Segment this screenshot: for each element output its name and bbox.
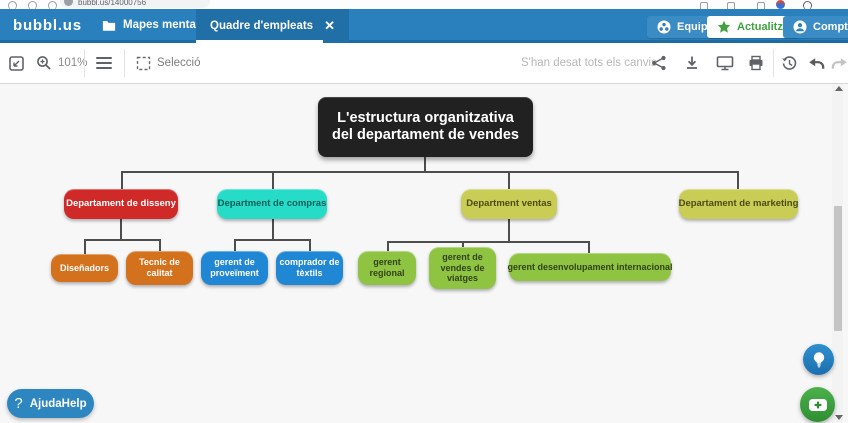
- browser-forward-icon[interactable]: [28, 1, 37, 9]
- tab-label: Mapes mentals: [123, 18, 206, 31]
- fit-screen-icon[interactable]: [8, 43, 25, 83]
- browser-chrome-strip: bubbl.us/14000756: [0, 0, 848, 9]
- browser-back-icon[interactable]: [8, 1, 17, 9]
- connector: [120, 219, 122, 239]
- history-icon[interactable]: [781, 43, 798, 83]
- selection-icon: [136, 56, 151, 70]
- active-tab-underline: [196, 40, 323, 43]
- site-favicon: [64, 0, 73, 6]
- node-gerent-vendes-viatges[interactable]: gerent de vendes de viatges: [429, 247, 496, 289]
- team-icon: [657, 20, 671, 34]
- connector: [159, 239, 161, 251]
- selection-tool[interactable]: Selecció: [136, 43, 200, 83]
- close-tab-icon[interactable]: ✕: [324, 18, 335, 33]
- node-tecnic-calitat[interactable]: Tecnic de calitat: [126, 251, 193, 285]
- node-gerent-desenvolupament[interactable]: gerent desenvolupament internacional: [507, 253, 673, 281]
- connector: [737, 171, 739, 189]
- save-status: S'han desat tots els canvis: [521, 57, 657, 69]
- browser-profile-avatar[interactable]: [776, 0, 785, 9]
- connector: [508, 219, 510, 241]
- browser-bookmark-icon[interactable]: [727, 2, 735, 9]
- lightbulb-icon: [813, 351, 824, 367]
- node-root[interactable]: L'estructura organitzativa del departame…: [318, 97, 533, 157]
- node-disenadors[interactable]: Diseñadors: [51, 254, 118, 282]
- connector: [309, 239, 311, 251]
- bubbl-logo[interactable]: bubbl.us: [13, 17, 82, 34]
- tab-mapes-mentals[interactable]: Mapes mentals: [88, 9, 219, 40]
- folder-icon: [102, 20, 116, 31]
- browser-refresh-icon[interactable]: [48, 1, 57, 9]
- tips-button[interactable]: [803, 344, 834, 375]
- scrollbar-thumb[interactable]: [834, 206, 842, 331]
- address-bar[interactable]: bubbl.us/14000756: [60, 0, 210, 8]
- compte-button[interactable]: Compte: [783, 16, 848, 38]
- node-departament-marketing[interactable]: Departament de marketing: [679, 189, 798, 219]
- plus-node-icon: [808, 398, 827, 411]
- button-label: Equips: [677, 21, 714, 33]
- print-icon[interactable]: [748, 43, 764, 83]
- node-departament-disseny[interactable]: Departament de disseny: [64, 189, 178, 219]
- star-icon: [717, 20, 731, 33]
- connector: [234, 239, 236, 251]
- add-node-button[interactable]: [800, 387, 835, 422]
- browser-extension-icon[interactable]: [700, 2, 708, 9]
- connector: [121, 171, 123, 189]
- connector: [272, 171, 274, 189]
- button-label: Actualitza: [737, 21, 789, 33]
- connector: [424, 157, 426, 172]
- node-department-compras[interactable]: Department de compras: [217, 189, 327, 219]
- mindmap-canvas[interactable]: L'estructura organitzativa del departame…: [0, 84, 848, 423]
- connector: [272, 219, 274, 239]
- selection-label: Selecció: [157, 57, 201, 69]
- help-button[interactable]: ? AjudaHelp: [7, 389, 94, 418]
- download-icon[interactable]: [684, 43, 700, 83]
- connector: [234, 239, 311, 241]
- account-icon: [793, 20, 807, 34]
- toolbar-divider: [773, 49, 774, 77]
- redo-icon[interactable]: [831, 43, 848, 83]
- toolbar-divider: [84, 49, 85, 77]
- browser-menu-icon[interactable]: [803, 1, 812, 9]
- button-label: Compte: [813, 21, 848, 33]
- connector: [387, 241, 590, 243]
- question-mark-icon: ?: [14, 395, 23, 412]
- menu-icon[interactable]: [96, 43, 112, 83]
- zoom-control[interactable]: 101%: [36, 43, 87, 83]
- browser-downloads-icon[interactable]: [757, 2, 765, 9]
- actualitza-button[interactable]: Actualitza: [707, 16, 799, 38]
- toolbar-divider: [124, 49, 125, 77]
- scroll-up-icon[interactable]: [835, 86, 843, 91]
- node-comprador-textils[interactable]: comprador de tèxtils: [276, 251, 343, 285]
- connector: [508, 171, 510, 189]
- app-header: bubbl.us Mapes mentals Quadre d'empleats…: [0, 9, 848, 43]
- url-text: bubbl.us/14000756: [78, 0, 147, 7]
- connector: [121, 171, 739, 173]
- zoom-in-icon: [37, 56, 51, 70]
- map-toolbar: 101% Selecció S'han desat tots els canvi…: [0, 43, 848, 84]
- connector: [387, 241, 389, 251]
- connector: [84, 239, 86, 254]
- node-department-ventas[interactable]: Department ventas: [461, 189, 557, 219]
- present-icon[interactable]: [716, 43, 734, 83]
- node-gerent-regional[interactable]: gerent regional: [358, 251, 416, 285]
- zoom-level: 101%: [58, 57, 88, 69]
- equips-button[interactable]: Equips: [647, 16, 724, 38]
- header-bottom-edge: [0, 40, 848, 43]
- connector: [462, 241, 464, 247]
- share-icon[interactable]: [651, 43, 667, 83]
- tab-quadre-empleats[interactable]: Quadre d'empleats ✕: [196, 9, 349, 43]
- connector: [84, 239, 161, 241]
- help-label: AjudaHelp: [29, 397, 87, 410]
- connector: [588, 241, 590, 253]
- undo-icon[interactable]: [808, 43, 825, 83]
- scroll-down-icon[interactable]: [835, 415, 843, 420]
- node-gerent-proveiment[interactable]: gerent de proveïment: [201, 251, 268, 285]
- tab-label: Quadre d'empleats: [210, 20, 314, 32]
